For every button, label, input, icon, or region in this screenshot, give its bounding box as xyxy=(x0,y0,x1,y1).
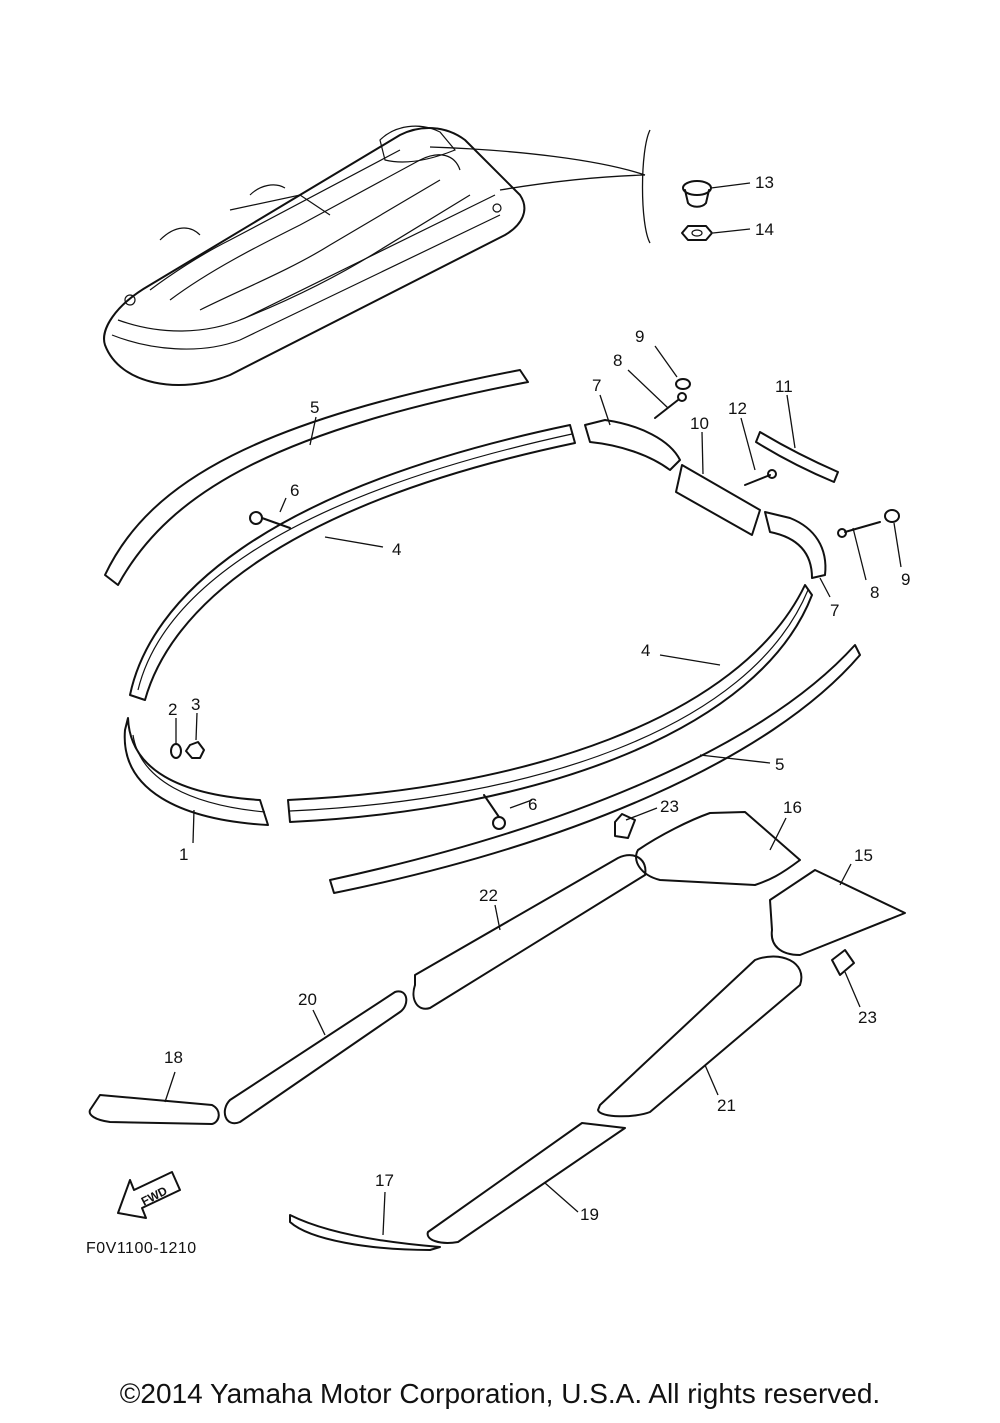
callout-23: 23 xyxy=(858,1008,877,1027)
callout-12: 12 xyxy=(728,399,747,418)
mat-19 xyxy=(426,1122,626,1244)
mat-17 xyxy=(289,1214,441,1251)
callout-22: 22 xyxy=(479,886,498,905)
cap-9b xyxy=(884,509,900,523)
strip-11 xyxy=(755,431,839,483)
callout-23: 23 xyxy=(660,797,679,816)
cap-9a xyxy=(675,378,691,390)
callout-20: 20 xyxy=(298,990,317,1009)
fwd-arrow-icon: FWD xyxy=(117,1171,181,1219)
callout-14: 14 xyxy=(755,220,774,239)
corner-7-left xyxy=(584,419,681,471)
callout-7: 7 xyxy=(830,601,839,620)
pin-8b xyxy=(837,521,881,538)
corner-7-right xyxy=(764,511,827,579)
callout-5: 5 xyxy=(310,398,319,417)
callout-6: 6 xyxy=(528,795,537,814)
callout-18: 18 xyxy=(164,1048,183,1067)
rail-4-lower xyxy=(287,584,813,823)
diagram-code: F0V1100-1210 xyxy=(86,1240,197,1257)
mat-22 xyxy=(412,854,647,1010)
callout-7: 7 xyxy=(592,376,601,395)
decal-23a xyxy=(614,813,636,839)
reference-bracket xyxy=(641,129,651,244)
callout-11: 11 xyxy=(775,377,793,396)
rail-1-front xyxy=(123,717,269,826)
block-10 xyxy=(675,464,761,536)
callout-9: 9 xyxy=(901,570,910,589)
copyright-notice: ©2014 Yamaha Motor Corporation, U.S.A. A… xyxy=(119,1378,881,1409)
reference-arrow-1 xyxy=(429,146,646,176)
strip-5-upper xyxy=(104,369,529,586)
pin-12 xyxy=(744,469,777,486)
callout-19: 19 xyxy=(580,1205,599,1224)
callout-4: 4 xyxy=(392,540,401,559)
decal-23b xyxy=(831,949,855,976)
fwd-label: FWD xyxy=(139,1184,170,1209)
leader-lines xyxy=(164,182,902,1236)
callout-10: 10 xyxy=(690,414,709,433)
strip-5-lower xyxy=(329,644,861,894)
callout-16: 16 xyxy=(783,798,802,817)
watercraft-illustration xyxy=(103,125,526,386)
reference-arrow-2 xyxy=(499,174,646,191)
callout-21: 21 xyxy=(717,1096,736,1115)
nut-14 xyxy=(681,225,713,241)
screw-6a xyxy=(249,511,291,529)
callout-13: 13 xyxy=(755,173,774,192)
callout-1: 1 xyxy=(179,845,188,864)
washer-2 xyxy=(170,743,182,759)
callout-17: 17 xyxy=(375,1171,394,1190)
callout-9: 9 xyxy=(635,327,644,346)
callout-8: 8 xyxy=(613,351,622,370)
mat-16 xyxy=(635,811,801,886)
callout-8: 8 xyxy=(870,583,879,602)
callout-4: 4 xyxy=(641,641,650,660)
screw-6b xyxy=(483,794,506,830)
callout-6: 6 xyxy=(290,481,299,500)
mat-15 xyxy=(769,869,906,956)
pin-8a xyxy=(654,392,687,419)
callout-2: 2 xyxy=(168,700,177,719)
mat-20 xyxy=(223,990,408,1125)
callout-5: 5 xyxy=(775,755,784,774)
callout-15: 15 xyxy=(854,846,873,865)
mat-18 xyxy=(88,1094,220,1125)
mat-21 xyxy=(597,955,803,1118)
callout-3: 3 xyxy=(191,695,200,714)
grommet-13 xyxy=(682,180,712,208)
nut-3 xyxy=(185,741,205,759)
rail-4-upper xyxy=(129,424,576,701)
